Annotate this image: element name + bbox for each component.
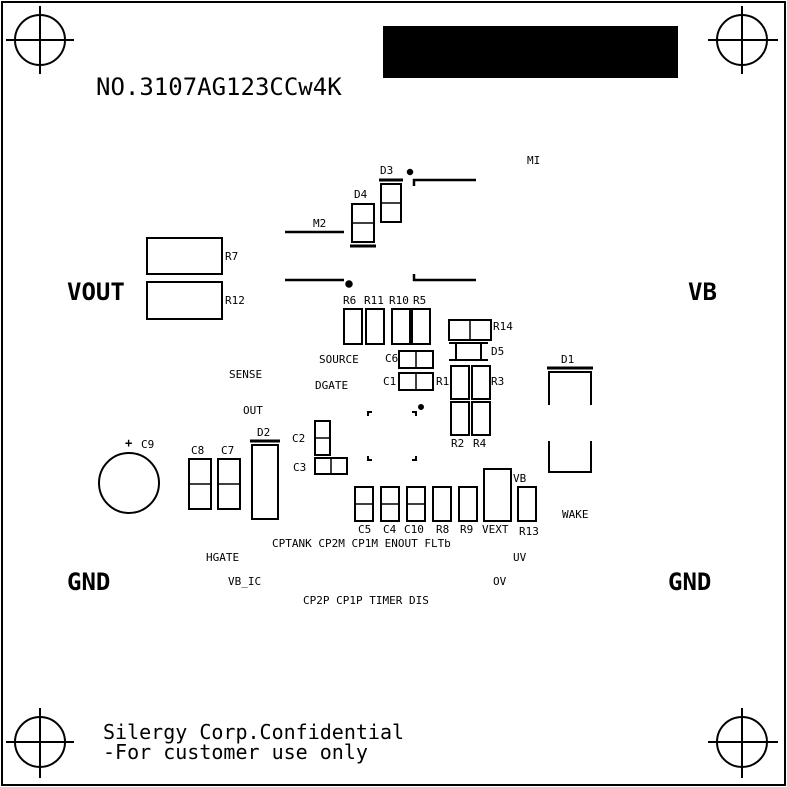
c2-label: C2 xyxy=(292,432,305,445)
c10-label: C10 xyxy=(404,523,424,536)
c5-footprint xyxy=(354,486,374,522)
c6-footprint xyxy=(398,350,434,369)
r2-footprint xyxy=(450,401,470,436)
d4-footprint xyxy=(350,203,376,248)
r12-footprint xyxy=(146,281,223,320)
c6-label: C6 xyxy=(385,352,398,365)
r8-footprint xyxy=(432,486,452,522)
ov-testpoint: OV xyxy=(493,575,507,588)
r2-label: R2 xyxy=(451,437,464,450)
sense-testpoint: SENSE xyxy=(229,368,262,381)
r14-label: R14 xyxy=(493,320,513,333)
r13-label: R13 xyxy=(519,525,539,538)
vb-label: VB xyxy=(688,278,717,306)
c8-label: C8 xyxy=(191,444,204,457)
d3-footprint xyxy=(379,178,403,223)
d1-label: D1 xyxy=(561,353,574,366)
c3-footprint xyxy=(314,457,348,475)
m2-label: M2 xyxy=(313,217,326,230)
d2-footprint xyxy=(250,439,280,520)
confidential-line-1: Silergy Corp.Confidential xyxy=(103,720,404,744)
r7-footprint xyxy=(146,237,223,275)
c4-footprint xyxy=(380,486,400,522)
m1-outline xyxy=(406,168,476,282)
d5-footprint xyxy=(449,342,488,361)
r12-label: R12 xyxy=(225,294,245,307)
m1-label: MI xyxy=(527,154,540,167)
r10-r5-footprint xyxy=(391,308,431,345)
c2-footprint xyxy=(314,420,331,456)
uv-testpoint: UV xyxy=(513,551,527,564)
hgate-testpoint: HGATE xyxy=(206,551,239,564)
c8-footprint xyxy=(188,458,212,510)
vext-header xyxy=(483,468,512,522)
out-testpoint: OUT xyxy=(243,404,263,417)
r4-label: R4 xyxy=(473,437,487,450)
r11-label: R11 xyxy=(364,294,384,307)
c7-label: C7 xyxy=(221,444,234,457)
wake-testpoint: WAKE xyxy=(562,508,589,521)
m2-outline xyxy=(285,230,353,288)
vext-testpoint: VEXT xyxy=(482,523,509,536)
d5-label: D5 xyxy=(491,345,504,358)
confidential-line-2: -For customer use only xyxy=(103,740,368,764)
r1-footprint xyxy=(450,365,470,400)
mounting-hole-top-left xyxy=(6,6,74,74)
part-number: NO.3107AG123CCw4K xyxy=(96,73,342,101)
c1-label: C1 xyxy=(383,375,396,388)
c9-plus-mark: + xyxy=(125,436,132,450)
r5-label: R5 xyxy=(413,294,426,307)
d4-label: D4 xyxy=(354,188,368,201)
r7-label: R7 xyxy=(225,250,238,263)
r9-footprint xyxy=(458,486,478,522)
c9-label: C9 xyxy=(141,438,154,451)
r6-r11-footprint xyxy=(343,308,385,345)
mounting-hole-top-right xyxy=(708,6,778,74)
r13-footprint xyxy=(517,486,537,522)
mounting-hole-bottom-right xyxy=(708,708,778,778)
ic-footprint xyxy=(367,404,424,461)
r9-label: R9 xyxy=(460,523,473,536)
c7-footprint xyxy=(217,458,241,510)
c10-footprint xyxy=(406,486,426,522)
testpoint-row-2: CP2P CP1P TIMER DIS xyxy=(303,594,429,607)
d3-label: D3 xyxy=(380,164,393,177)
d1-footprint xyxy=(546,366,594,473)
gnd-left-label: GND xyxy=(67,568,110,596)
r4-footprint xyxy=(471,401,491,436)
mounting-hole-bottom-left xyxy=(6,708,74,778)
vout-label: VOUT xyxy=(67,278,125,306)
source-testpoint: SOURCE xyxy=(319,353,359,366)
d2-label: D2 xyxy=(257,426,270,439)
r8-label: R8 xyxy=(436,523,449,536)
r1-label: R1 xyxy=(436,375,449,388)
c9-footprint xyxy=(98,452,160,514)
r6-label: R6 xyxy=(343,294,356,307)
testpoint-row-1: CPTANK CP2M CP1M ENOUT FLTb xyxy=(272,537,451,550)
c1-footprint xyxy=(398,372,434,391)
vb-ic-testpoint: VB_IC xyxy=(228,575,261,588)
c5-label: C5 xyxy=(358,523,371,536)
r3-label: R3 xyxy=(491,375,504,388)
gnd-right-label: GND xyxy=(668,568,711,596)
r3-footprint xyxy=(471,365,491,400)
vb-testpoint: VB xyxy=(513,472,527,485)
r10-label: R10 xyxy=(389,294,409,307)
dgate-testpoint: DGATE xyxy=(315,379,348,392)
redaction-block xyxy=(383,26,678,78)
c3-label: C3 xyxy=(293,461,306,474)
c4-label: C4 xyxy=(383,523,397,536)
